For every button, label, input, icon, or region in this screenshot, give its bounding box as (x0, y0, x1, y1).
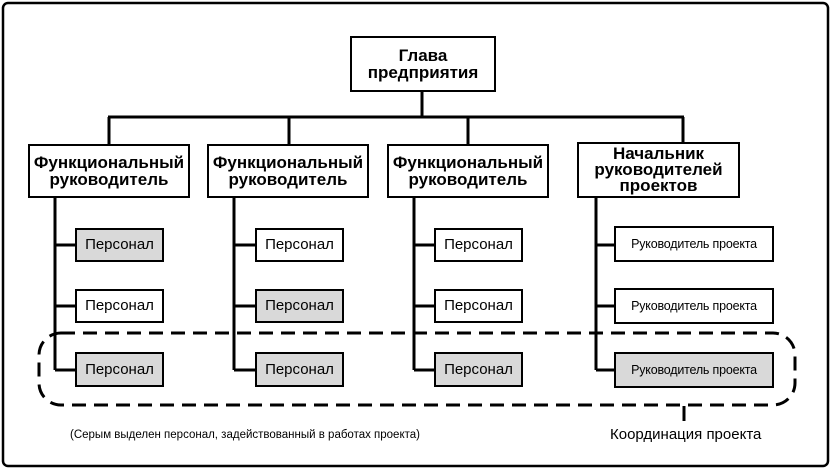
project-coordination-label: Координация проекта (610, 426, 762, 443)
project-coordination-dashed-outline (37, 331, 797, 407)
footnote-highlight-legend: (Серым выделен персонал, задействованный… (70, 429, 420, 441)
staff-box-c3-r2: Персонал (434, 289, 523, 323)
project-manager-box-r1: Руководитель проекта (614, 226, 774, 262)
enterprise-head-box: Глава предприятия (350, 36, 496, 92)
staff-box-c1-r1: Персонал (75, 228, 164, 262)
functional-manager-box-3: Функциональный руководитель (387, 144, 549, 198)
staff-box-c1-r3: Персонал (75, 352, 164, 387)
staff-box-c2-r1: Персонал (255, 228, 344, 262)
functional-manager-box-2: Функциональный руководитель (207, 144, 369, 198)
staff-box-c2-r2: Персонал (255, 289, 344, 323)
project-manager-box-r2: Руководитель проекта (614, 288, 774, 324)
project-manager-box-r3: Руководитель проекта (614, 352, 774, 388)
staff-box-c3-r3: Персонал (434, 352, 523, 387)
connector-lines (53, 91, 686, 421)
staff-box-c3-r1: Персонал (434, 228, 523, 262)
functional-manager-box-1: Функциональный руководитель (28, 144, 190, 198)
staff-box-c2-r3: Персонал (255, 352, 344, 387)
staff-box-c1-r2: Персонал (75, 289, 164, 323)
project-managers-head-box: Начальник руководителей проектов (577, 142, 740, 198)
